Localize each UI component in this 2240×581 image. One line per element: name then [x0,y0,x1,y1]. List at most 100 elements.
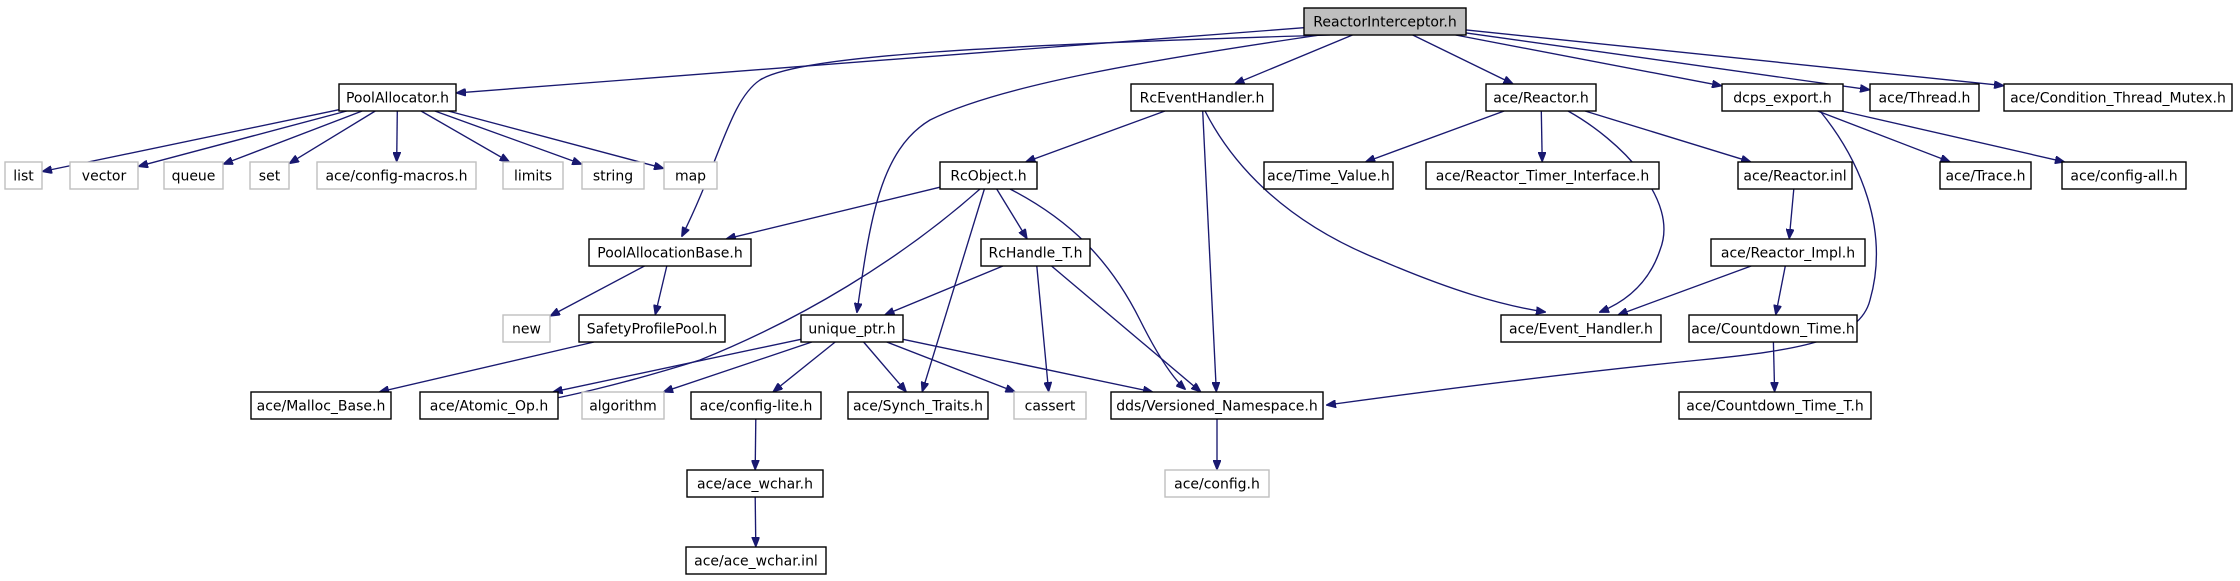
edge-line [1776,265,1786,314]
node-trace[interactable]: ace/Trace.h [1939,161,2032,190]
node-box [690,391,822,420]
node-eh[interactable]: ace/Event_Handler.h [1500,314,1662,343]
node-label: ace/Time_Value.h [1267,169,1390,185]
node-cfgall[interactable]: ace/config-all.h [2061,161,2187,190]
node-label: ace/Thread.h [1879,91,1971,107]
node-label: set [259,169,281,185]
node-label: ace/Malloc_Base.h [257,399,386,415]
edge-root-to-uptr [857,34,1321,312]
node-cm: ace/config-macros.h [316,161,477,190]
edge-line [1327,110,1877,405]
node-label: ace/Atomic_Op.h [430,399,548,415]
node-rimpl[interactable]: ace/Reactor_Impl.h [1710,238,1866,267]
edge-line [420,110,509,162]
edge-line [727,186,941,239]
node-dvn[interactable]: dds/Versioned_Namespace.h [1110,391,1324,420]
node-box [1939,161,2032,190]
node-uptr[interactable]: unique_ptr.h [800,314,904,343]
node-label: unique_ptr.h [808,322,895,338]
edge-line [922,188,986,391]
node-alg: algorithm [581,391,665,420]
node-reh[interactable]: RcEventHandler.h [1130,83,1274,112]
node-limits: limits [502,161,564,190]
edge-line [886,265,1004,315]
edge-line [43,109,340,172]
edge-root-to-pa [457,27,1305,93]
edge-line [1773,341,1774,391]
node-box [578,314,726,343]
node-string: string [581,161,645,190]
edge-uptr-to-st [863,341,906,391]
node-box [249,161,290,190]
node-vector: vector [69,161,139,190]
node-box [663,161,718,190]
node-label: ace/ace_wchar.inl [694,554,818,570]
edge-reh-to-eh [1204,110,1545,312]
edge-cl-to-aw [755,418,756,469]
node-set: set [249,161,290,190]
edge-rinl-to-rimpl [1789,188,1795,238]
node-rco[interactable]: RcObject.h [939,161,1038,190]
edge-spp-to-mb [380,341,595,392]
edge-root-to-reh [1235,34,1353,84]
node-label: ace/Trace.h [1945,169,2025,185]
node-box [250,391,392,420]
node-aw[interactable]: ace/ace_wchar.h [686,469,824,498]
node-dcps[interactable]: dcps_export.h [1721,83,1844,112]
node-label: ace/config-macros.h [325,169,467,185]
node-cdtt[interactable]: ace/Countdown_Time_T.h [1678,391,1872,420]
edge-pab-to-spp [655,265,668,314]
node-box [4,161,43,190]
edge-root-to-dcps [1455,34,1721,86]
node-thread[interactable]: ace/Thread.h [1869,83,1980,112]
edge-pa-to-queue [224,110,363,164]
edge-line [1366,110,1505,162]
node-tv[interactable]: ace/Time_Value.h [1263,161,1394,190]
edge-cdt-to-cdtt [1773,341,1774,391]
edge-line [554,338,802,392]
node-label: ace/Condition_Thread_Mutex.h [2010,91,2226,107]
node-box [1678,391,1872,420]
edge-line [434,110,581,164]
node-box [1485,83,1597,112]
edge-line [1051,265,1201,391]
node-ctm[interactable]: ace/Condition_Thread_Mutex.h [2003,83,2233,112]
node-rht[interactable]: RcHandle_T.h [980,238,1091,267]
node-label: ace/config-all.h [2070,169,2177,185]
node-box [939,161,1038,190]
node-label: ace/Reactor.h [1493,91,1588,107]
node-rinl[interactable]: ace/Reactor.inl [1737,161,1853,190]
node-box [69,161,139,190]
edge-line [535,188,981,402]
node-spp[interactable]: SafetyProfilePool.h [578,314,726,343]
node-cfgh: ace/config.h [1164,469,1270,498]
edge-pa-to-cm [397,110,398,161]
edge-line [551,265,645,316]
node-pab[interactable]: PoolAllocationBase.h [588,238,752,267]
node-root[interactable]: ReactorInterceptor.h [1303,7,1467,36]
node-label: ace/Countdown_Time_T.h [1686,399,1863,415]
node-box [1130,83,1274,112]
node-box [685,546,827,575]
node-label: ReactorInterceptor.h [1313,15,1456,31]
node-cl[interactable]: ace/config-lite.h [690,391,822,420]
node-react[interactable]: ace/Reactor.h [1485,83,1597,112]
node-st[interactable]: ace/Synch_Traits.h [847,391,989,420]
node-rti[interactable]: ace/Reactor_Timer_Interface.h [1425,161,1660,190]
node-box [1500,314,1662,343]
node-box [2061,161,2187,190]
node-box [1263,161,1394,190]
node-label: algorithm [589,399,657,415]
node-awi[interactable]: ace/ace_wchar.inl [685,546,827,575]
node-mb[interactable]: ace/Malloc_Base.h [250,391,392,420]
edge-line [655,265,668,314]
node-box [419,391,559,420]
node-cdt[interactable]: ace/Countdown_Time.h [1688,314,1858,343]
edge-rco-to-pab [727,186,941,239]
edge-react-to-eh [1567,110,1665,312]
node-box [1688,314,1858,343]
node-aop[interactable]: ace/Atomic_Op.h [419,391,559,420]
node-box [1710,238,1866,267]
edge-line [774,341,836,391]
node-pa[interactable]: PoolAllocator.h [338,83,457,112]
